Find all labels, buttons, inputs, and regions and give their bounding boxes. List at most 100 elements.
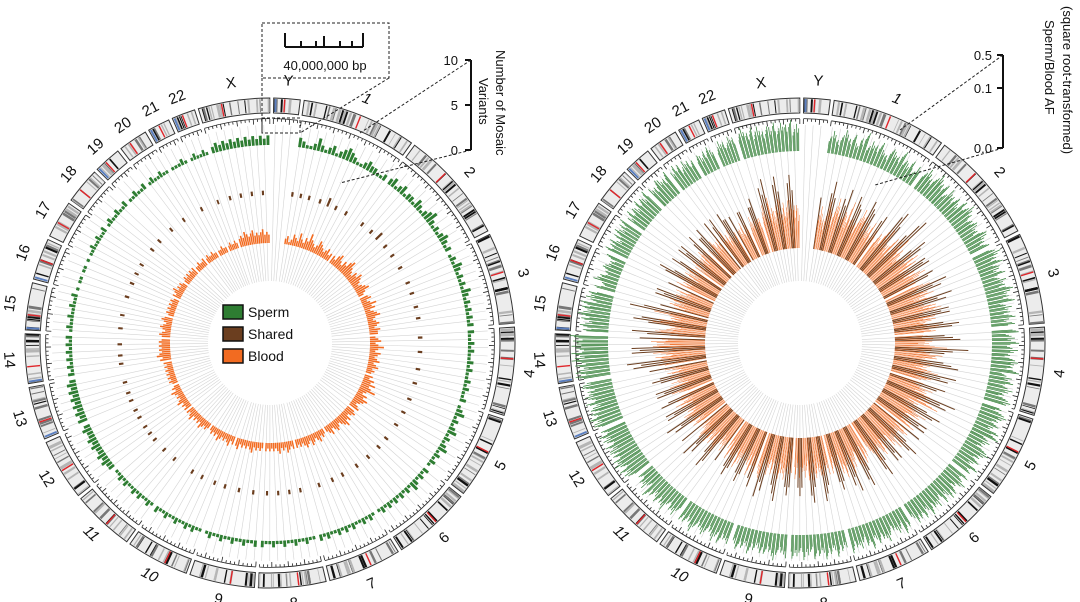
sperm-af-bar: [914, 174, 926, 190]
blood-af-bar: [886, 381, 927, 399]
sperm-af-bar: [601, 275, 619, 282]
scale-tick: [111, 183, 116, 189]
shared-af-line: [667, 390, 719, 422]
scale-tick: [893, 543, 896, 547]
sperm-af-bar: [601, 282, 617, 288]
blood-af-bar: [717, 245, 739, 271]
sperm-af-bar: [858, 525, 865, 543]
ideogram-band: [556, 339, 570, 343]
shared-af-line: [808, 437, 816, 503]
ideogram-band: [56, 455, 69, 464]
scale-tick: [999, 439, 1002, 441]
blood-bar: [247, 440, 251, 447]
shared-af-line: [828, 198, 846, 253]
blood-bar: [240, 439, 245, 448]
sperm-af-bar: [699, 512, 710, 531]
ideogram-band: [1007, 235, 1021, 244]
blood-af-bar: [695, 393, 720, 409]
blood-af-bar: [842, 209, 868, 259]
sperm-bar: [354, 520, 359, 526]
blood-af-bar: [692, 385, 716, 397]
chromosome-6: 6: [833, 382, 992, 551]
grid-spoke: [288, 401, 338, 551]
ideogram-band: [64, 210, 77, 220]
ideogram-band: [695, 551, 703, 565]
blood-bar: [175, 293, 182, 298]
scale-tick: [984, 464, 988, 467]
blood-bar: [167, 366, 174, 370]
sperm-af-bar: [591, 292, 614, 299]
grid-spoke: [328, 270, 476, 323]
sperm-af-bar: [972, 250, 989, 259]
sperm-af-bar: [653, 180, 672, 201]
sperm-bar: [453, 266, 461, 272]
sperm-af-bar: [881, 516, 892, 536]
sperm-af-bar: [733, 525, 741, 544]
centromere: [885, 116, 892, 129]
ideogram-band: [743, 567, 748, 581]
ideogram: [28, 384, 60, 440]
sperm-af-bar: [842, 530, 846, 543]
blood-bar: [242, 237, 246, 247]
ideogram-band: [1026, 386, 1040, 390]
sperm-af-bar: [943, 203, 959, 217]
blood-bar: [163, 361, 172, 365]
sperm-af-bar: [644, 476, 663, 495]
sperm-af-bar: [877, 153, 885, 168]
centromere: [476, 445, 489, 453]
blood-af-bar: [780, 436, 787, 474]
ideogram-band: [1022, 404, 1036, 410]
grid-spoke: [71, 252, 214, 318]
grid-spoke: [178, 399, 245, 542]
blood-bar: [368, 359, 380, 364]
sperm-af-bar: [635, 214, 649, 225]
blood-af-bar: [860, 239, 887, 271]
blood-af-bar: [678, 365, 708, 374]
scale-tick: [417, 504, 422, 509]
sperm-af-bar: [712, 517, 720, 534]
ideogram-band: [395, 536, 404, 549]
blood-af-bar: [826, 213, 838, 252]
scale-tick: [1003, 254, 1007, 257]
sperm-af-bar: [961, 231, 976, 241]
ideogram-band: [405, 528, 415, 541]
blood-af-bar: [824, 434, 833, 463]
sperm-af-bar: [578, 312, 610, 318]
chromosome-Y: Y: [271, 72, 301, 282]
grid-spoke: [68, 260, 213, 320]
blood-af-bar: [685, 272, 720, 294]
sperm-bar: [89, 244, 97, 251]
blood-af-bar: [818, 221, 825, 250]
scale-tick: [954, 184, 959, 189]
shared-bar: [307, 195, 311, 201]
sperm-af-bar: [594, 413, 622, 426]
ideogram-band: [441, 179, 453, 190]
blood-bar: [299, 239, 303, 248]
sperm-af-bar: [839, 530, 844, 549]
sperm-af-bar: [633, 221, 646, 230]
sperm-af-bar: [658, 489, 677, 510]
sperm-bar: [419, 470, 425, 475]
sperm-af-bar: [736, 526, 743, 547]
blood-bar: [249, 233, 254, 245]
scale-tick: [1016, 307, 1022, 310]
ideogram-band: [72, 198, 84, 208]
shared-bar: [340, 472, 345, 478]
ideogram-band: [345, 112, 353, 126]
chromosome-label: 10: [668, 564, 691, 587]
blood-af-bar: [709, 411, 735, 439]
blood-bar: [335, 260, 342, 269]
sperm-af-bar: [862, 524, 870, 544]
scale-tick: [995, 441, 1000, 445]
sperm-af-bar: [607, 269, 621, 275]
grid-spoke: [150, 160, 237, 292]
shared-bar: [417, 336, 423, 339]
sperm-af-bar: [777, 533, 780, 550]
blood-af-bar: [776, 223, 782, 250]
ideogram-band: [758, 102, 763, 116]
shared-af-line: [862, 413, 903, 458]
blood-af-bar: [666, 350, 706, 355]
ideogram-band: [422, 159, 433, 171]
ideogram-band: [829, 571, 833, 586]
sperm-af-bar: [969, 431, 988, 442]
